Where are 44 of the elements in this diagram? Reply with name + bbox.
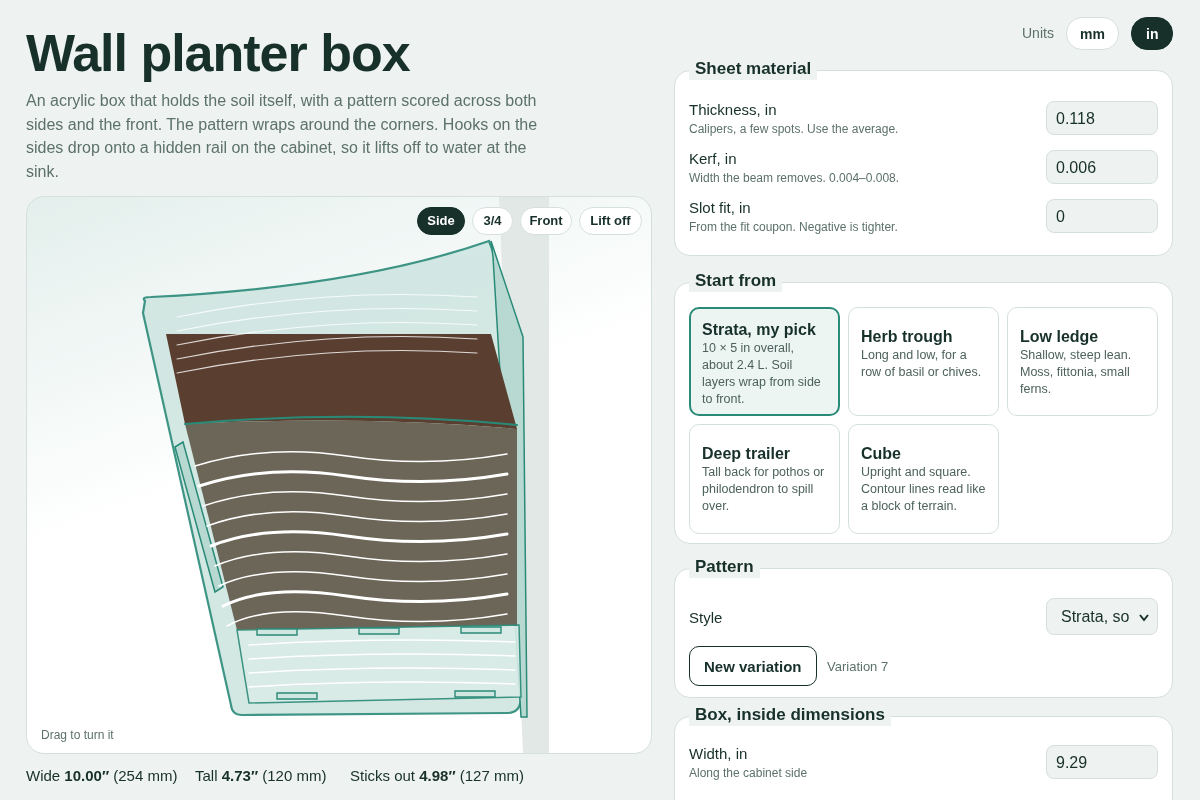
- preset-card: [689, 307, 840, 416]
- field-hint: From the fit coupon. Negative is tighter.: [689, 220, 898, 234]
- field-label: Width, in: [689, 745, 748, 762]
- view-button: Front: [520, 207, 572, 235]
- preset-title: Deep trailer: [702, 444, 792, 464]
- preset-card: [848, 424, 999, 534]
- field-label: Kerf, in: [689, 150, 737, 167]
- preset-card: [689, 424, 840, 534]
- style-select: Strata, so: [1046, 598, 1158, 635]
- unit-toggle: mm: [1066, 17, 1119, 50]
- field-hint: Width the beam removes. 0.004–0.008.: [689, 171, 900, 185]
- field-label: Style: [689, 609, 723, 626]
- number-field: 0.006: [1046, 150, 1158, 184]
- description-text: An acrylic box that holds the soil itself, with a pattern scored across both sides and the front. The pattern wraps around the corners. Hooks on the sides drop onto a hidden rail on the cabinet, so it lifts off to water at the sink.: [26, 91, 539, 182]
- units-label: Units: [1022, 25, 1054, 41]
- view-button: Side: [417, 207, 465, 235]
- view-button: 3/4: [472, 207, 513, 235]
- dimension-readout: Tall 4.73″ (120 mm): [195, 767, 327, 784]
- field-hint: Along the cabinet side: [689, 766, 808, 780]
- hint-text: Drag to turn it: [41, 728, 114, 742]
- preset-title: Low ledge: [1020, 327, 1100, 347]
- field-label: Thickness, in: [689, 101, 777, 118]
- preset-description: Upright and square. Contour lines read like a block of terrain.: [861, 464, 986, 515]
- preset-card: [1007, 307, 1158, 416]
- dimension-readout: Sticks out 4.98″ (127 mm): [350, 767, 524, 784]
- preset-description: Shallow, steep lean. Moss, fittonia, small ferns.: [1020, 347, 1133, 398]
- preset-description: Tall back for pothos or philodendron to spill over.: [702, 464, 826, 515]
- number-field: 0.118: [1046, 101, 1158, 135]
- preset-title: Cube: [861, 444, 902, 464]
- preset-description: Long and low, for a row of basil or chives.: [861, 347, 983, 381]
- preset-description: 10 × 5 in overall, about 2.4 L. Soil layers wrap from side to front.: [702, 340, 822, 408]
- number-field: 0: [1046, 199, 1158, 233]
- field-label: Slot fit, in: [689, 199, 751, 216]
- new-variation-button: New variation: [689, 646, 817, 686]
- field-hint: Calipers, a few spots. Use the average.: [689, 122, 899, 136]
- preset-title: Strata, my pick: [702, 320, 817, 340]
- variation-number: Variation 7: [827, 659, 889, 674]
- number-field: 9.29: [1046, 745, 1158, 779]
- view-button: Lift off: [579, 207, 642, 235]
- preset-title: Herb trough: [861, 327, 954, 347]
- unit-toggle: in: [1131, 17, 1174, 50]
- dimension-readout: Wide 10.00″ (254 mm): [26, 767, 178, 784]
- page-title: Wall planter box: [26, 23, 410, 84]
- preset-card: [848, 307, 999, 416]
